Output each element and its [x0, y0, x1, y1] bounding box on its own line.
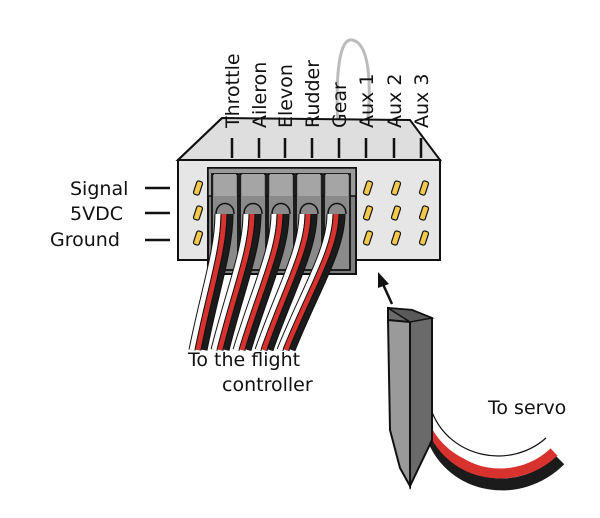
header-pin — [418, 230, 430, 246]
plug-in-arrow — [378, 272, 394, 305]
power-wire — [261, 213, 311, 351]
plug-wire-loop — [215, 202, 235, 215]
header-pin — [192, 230, 204, 246]
pin-row-labels: Signal 5VDC Ground — [50, 178, 170, 251]
servo-plug-top — [387, 307, 435, 323]
flight-controller-label-line2: controller — [222, 374, 313, 396]
plug-wire-loop — [243, 202, 263, 215]
power-wire — [239, 213, 283, 351]
servo-cable-red — [427, 425, 558, 479]
header-pin — [418, 205, 430, 221]
header-pin — [390, 180, 402, 196]
header-pin — [390, 230, 402, 246]
channel-label-rudder: Rudder — [302, 60, 324, 128]
signal-wire — [189, 213, 221, 351]
plug-top-highlight — [242, 174, 264, 196]
plug-wire-loop — [299, 202, 319, 215]
ground-wire — [201, 213, 233, 351]
pin-row-label-ground: Ground — [50, 229, 120, 251]
channel-label-elevon: Elevon — [275, 64, 297, 128]
power-wire — [217, 213, 255, 351]
plug-top-highlight — [326, 174, 348, 196]
header-pin — [362, 180, 374, 196]
channel-label-aux-2: Aux 2 — [384, 74, 406, 128]
plug-wire-loop — [327, 202, 347, 215]
plug-top-highlight — [214, 174, 236, 196]
signal-wire — [211, 213, 249, 351]
signal-wire — [255, 213, 305, 351]
signal-wire — [233, 213, 277, 351]
servo-connector — [386, 306, 565, 491]
ground-wire — [267, 213, 317, 351]
header-pin — [362, 230, 374, 246]
channel-label-aux-1: Aux 1 — [356, 74, 378, 128]
header-pin — [192, 180, 204, 196]
plug-top-highlight — [298, 174, 320, 196]
servo-label: To servo — [487, 397, 566, 419]
plug-top-highlight — [270, 174, 292, 196]
ground-wire — [245, 213, 289, 351]
header-pin — [418, 180, 430, 196]
servo-plug-front — [386, 318, 411, 490]
channel-label-throttle: Throttle — [222, 53, 244, 129]
channel-label-aileron: Aileron — [249, 62, 271, 128]
signal-wire — [277, 213, 333, 351]
channel-label-aux-3: Aux 3 — [411, 74, 433, 128]
pin-row-label-5vdc: 5VDC — [70, 203, 123, 225]
ground-wire — [223, 213, 261, 351]
plug-wire-loop — [271, 202, 291, 215]
servo-cable-white — [427, 416, 551, 467]
power-wire — [195, 213, 227, 351]
antenna-wire — [335, 38, 371, 131]
power-wire — [283, 213, 339, 351]
flight-controller-label-line1: To the flight — [187, 349, 300, 371]
pin-row-label-signal: Signal — [70, 178, 128, 200]
header-pin — [362, 205, 374, 221]
channel-label-gear: Gear — [329, 82, 351, 128]
ground-wire — [289, 213, 345, 351]
header-pin — [192, 205, 204, 221]
header-pin — [390, 205, 402, 221]
servo-cable-black — [426, 433, 565, 491]
